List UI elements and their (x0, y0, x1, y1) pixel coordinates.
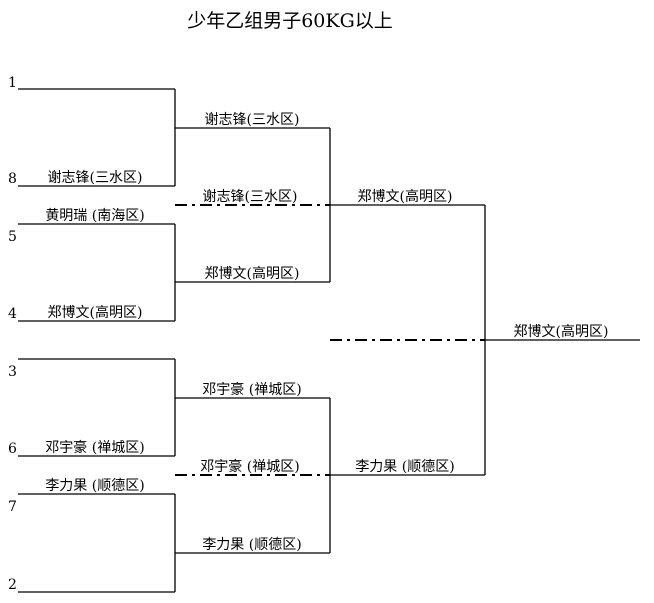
round2-winner-name: 李力果 (顺德区) (202, 537, 301, 553)
round1-lines (18, 88, 175, 593)
seed-number: 2 (8, 577, 17, 593)
champion-name: 郑博文(高明区) (514, 323, 609, 340)
seed-number: 1 (8, 75, 17, 91)
seed-number: 4 (8, 306, 17, 322)
round2-winner-name: 邓宇豪 (禅城区) (202, 382, 301, 398)
semifinal-name: 谢志锋(三水区) (203, 189, 298, 205)
seed-number: 7 (8, 499, 17, 515)
seed-number: 3 (8, 364, 17, 380)
semifinal-name: 邓宇豪 (禅城区) (200, 459, 299, 475)
round2-lines (175, 127, 330, 554)
semifinal-name: 李力果 (顺德区) (355, 459, 454, 475)
entrant-name: 郑博文(高明区) (48, 304, 143, 321)
round2-winner-name: 郑博文(高明区) (205, 265, 300, 282)
bracket-title: 少年乙组男子60KG以上 (187, 10, 393, 32)
entrant-name: 邓宇豪 (禅城区) (45, 440, 144, 456)
entrant-name: 李力果 (顺德区) (45, 478, 144, 494)
semifinal-name: 郑博文(高明区) (358, 188, 453, 205)
entrant-name: 黄明瑞 (南海区) (45, 207, 144, 224)
seed-number: 5 (8, 229, 17, 245)
entrant-name: 谢志锋(三水区) (48, 170, 143, 186)
seed-number: 8 (8, 171, 17, 187)
seed-number: 6 (8, 441, 17, 457)
round2-winner-name: 谢志锋(三水区) (205, 112, 300, 128)
